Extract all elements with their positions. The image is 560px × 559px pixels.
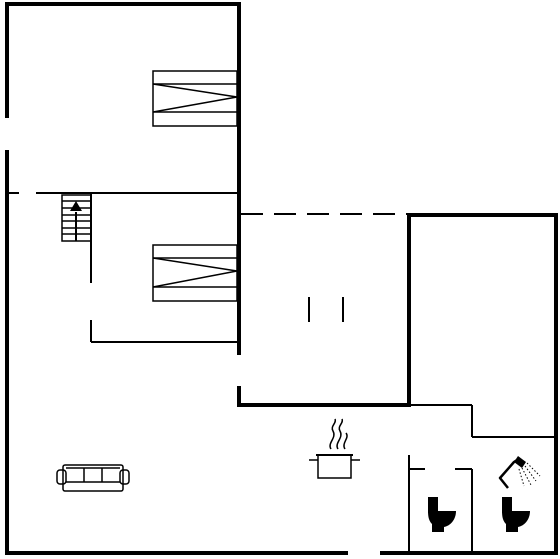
single-bed-icon	[152, 70, 238, 127]
cooking-pot-icon	[309, 418, 360, 479]
single-bed-icon	[152, 244, 238, 302]
sofa-icon	[56, 464, 130, 492]
toilet-icon	[502, 497, 530, 532]
partitions	[7, 192, 556, 553]
shower-head-icon	[498, 456, 541, 489]
stairs-up-arrow-icon	[61, 194, 92, 242]
toilet-icon	[428, 497, 456, 532]
walls	[5, 2, 558, 555]
